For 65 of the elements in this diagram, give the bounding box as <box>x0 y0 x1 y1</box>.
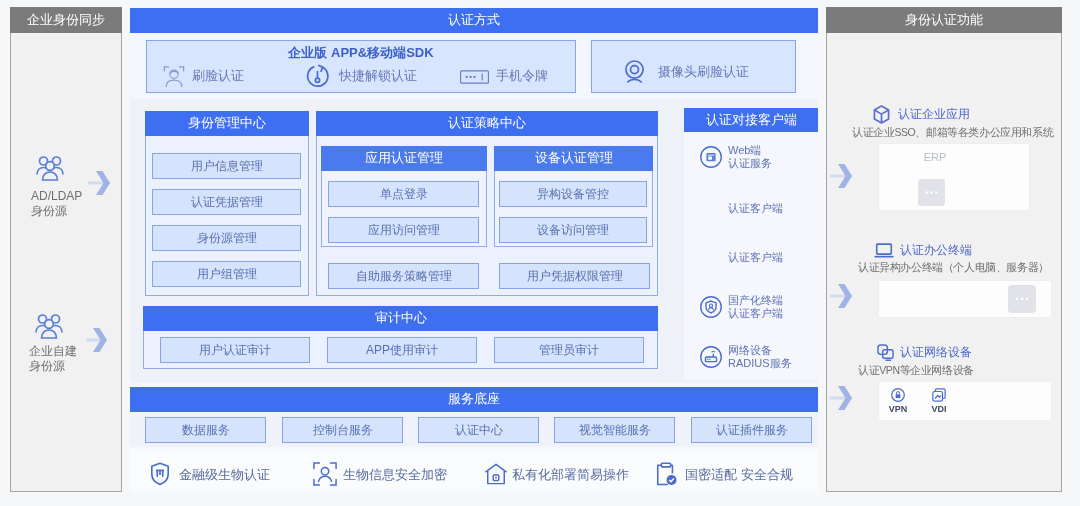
client-label: 国产化终端认证客户端 <box>728 293 784 321</box>
function-box: 应用访问管理 <box>328 217 479 243</box>
section-header: 认证方式 <box>130 8 818 33</box>
client-label: 认证客户端 <box>728 202 783 216</box>
module-panel <box>145 111 309 296</box>
feature-title: 认证办公终端 <box>900 243 972 258</box>
feature-description: 认证企业SSO、邮箱等各类办公应用和系统 <box>852 126 1054 140</box>
function-box: 视觉智能服务 <box>554 417 675 443</box>
function-box: 管理员审计 <box>494 337 644 363</box>
method-label: 刷脸认证 <box>192 68 244 85</box>
function-box: 认证凭据管理 <box>152 189 301 215</box>
side-panel <box>826 7 1062 492</box>
section-header: 应用认证管理 <box>321 146 487 171</box>
function-box: APP使用审计 <box>327 337 477 363</box>
feature-label: 私有化部署简易操作 <box>512 466 629 484</box>
function-box: 数据服务 <box>145 417 266 443</box>
feature-label: 国密适配 安全合规 <box>685 466 793 484</box>
section-header: 设备认证管理 <box>494 146 653 171</box>
module-panel <box>494 146 653 247</box>
panel-header: 企业身份同步 <box>10 7 122 33</box>
function-box: 异构设备管控 <box>499 181 647 207</box>
module-panel <box>143 306 658 369</box>
method-label: 摄像头刷脸认证 <box>658 64 749 81</box>
section-header: 认证策略中心 <box>316 111 658 136</box>
method-label: 快捷解锁认证 <box>339 68 417 85</box>
source-label: AD/LDAP 身份源 <box>31 189 84 219</box>
function-box: 认证插件服务 <box>691 417 812 443</box>
module-panel <box>316 111 658 296</box>
panel-header: 身份认证功能 <box>826 7 1062 33</box>
method-title: 企业版 APP&移动端SDK <box>288 44 434 62</box>
function-box: 用户组管理 <box>152 261 301 287</box>
tile-label: VPN <box>888 404 908 414</box>
method-box <box>146 40 576 93</box>
module-panel <box>321 146 487 247</box>
feature-description: 认证异构办公终端（个人电脑、服务器） <box>858 261 1049 275</box>
tile-label: VDI <box>931 404 947 414</box>
client-label: 认证客户端 <box>728 251 783 265</box>
function-box: 单点登录 <box>328 181 479 207</box>
function-box: 自助服务策略管理 <box>328 263 479 289</box>
section-panel <box>130 387 818 447</box>
feature-description: 认证VPN等企业网络设备 <box>858 364 974 378</box>
client-panel <box>684 108 818 380</box>
function-box: 设备访问管理 <box>499 217 647 243</box>
section-panel <box>130 8 818 98</box>
section-header: 服务底座 <box>130 387 818 412</box>
function-box: 用户凭据权限管理 <box>499 263 650 289</box>
client-label: 网络设备 RADIUS服务 <box>728 343 792 371</box>
source-label: 企业自建身份源 <box>29 344 78 374</box>
feature-title: 认证网络设备 <box>900 345 972 360</box>
section-header: 认证对接客户端 <box>684 108 818 132</box>
method-box <box>591 40 796 93</box>
tile-label: ERP <box>923 151 947 163</box>
function-box: 身份源管理 <box>152 225 301 251</box>
function-box: 用户认证审计 <box>160 337 310 363</box>
section-header: 身份管理中心 <box>145 111 309 136</box>
client-label: Web端认证服务 <box>728 143 773 171</box>
function-box: 控制台服务 <box>282 417 403 443</box>
section-header: 审计中心 <box>143 306 658 331</box>
function-box: 认证中心 <box>418 417 539 443</box>
feature-title: 认证企业应用 <box>898 107 970 122</box>
method-label: 手机令牌 <box>496 68 548 85</box>
feature-label: 金融级生物认证 <box>179 466 270 484</box>
function-box: 用户信息管理 <box>152 153 301 179</box>
side-panel <box>10 7 122 492</box>
feature-label: 生物信息安全加密 <box>343 466 447 484</box>
